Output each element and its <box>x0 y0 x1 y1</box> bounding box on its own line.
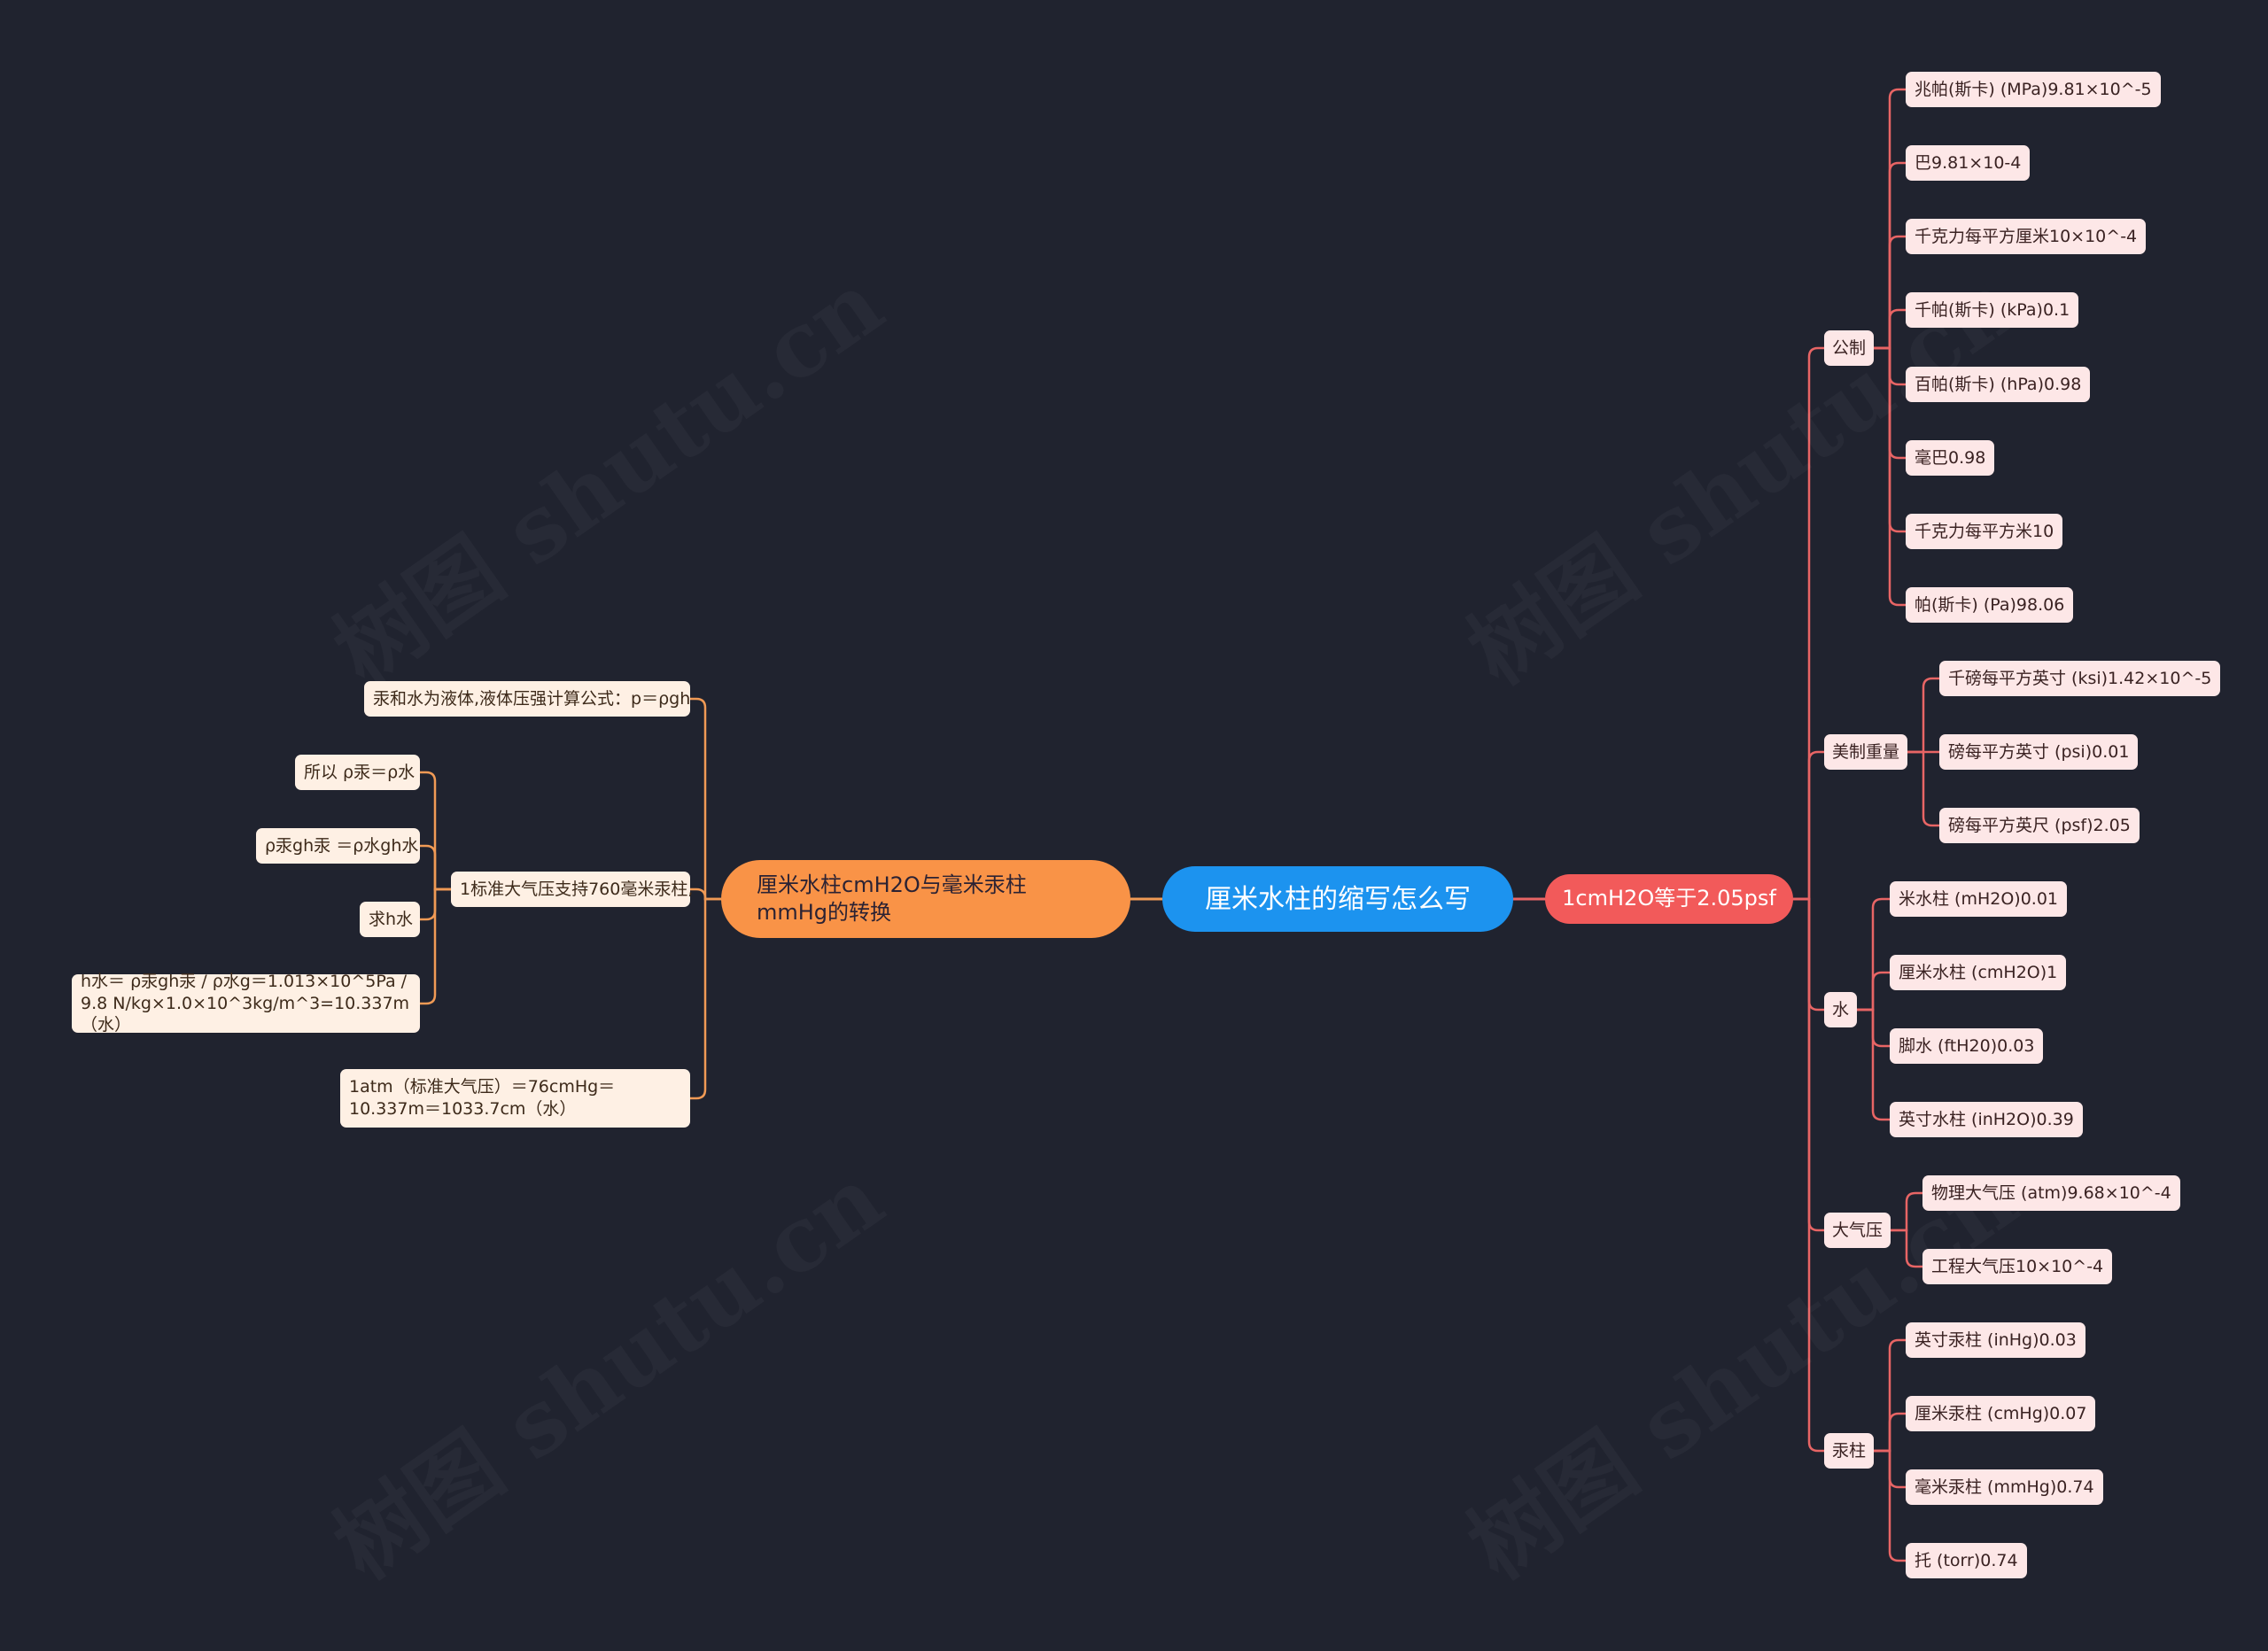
leaf-fth2o[interactable]: 脚水 (ftH20)0.03 <box>1890 1028 2044 1064</box>
left-standard-atm[interactable]: 1标准大气压支持760毫米汞柱, <box>451 872 693 907</box>
leaf-cmh2o[interactable]: 厘米水柱 (cmH2O)1 <box>1890 955 2067 990</box>
leaf-atm[interactable]: 物理大气压 (atm)9.68×10^-4 <box>1922 1175 2180 1211</box>
connector-line <box>1874 1449 1906 1562</box>
connector-line <box>1857 897 1890 1012</box>
connector-line <box>1891 1229 1922 1268</box>
left-density-eq[interactable]: 所以 ρ汞＝ρ水 <box>295 755 420 790</box>
left-solve-h[interactable]: 求h水 <box>360 902 420 937</box>
leaf-torr[interactable]: 托 (torr)0.74 <box>1906 1543 2027 1578</box>
connector-line <box>1907 750 1939 827</box>
connector-line <box>420 771 451 891</box>
connector-line <box>1874 88 1906 350</box>
leaf-kgf-m2[interactable]: 千克力每平方米10 <box>1906 514 2063 549</box>
connector-line <box>1874 1412 1906 1453</box>
connector-line <box>1874 235 1906 350</box>
leaf-cmhg[interactable]: 厘米汞柱 (cmHg)0.07 <box>1906 1396 2096 1431</box>
connector-line <box>1907 677 1939 754</box>
connector-line <box>1874 308 1906 350</box>
connector-line <box>1874 346 1906 607</box>
left-formula[interactable]: 汞和水为液体,液体压强计算公式：p＝ρgh <box>364 681 690 717</box>
group-water[interactable]: 水 <box>1824 992 1858 1027</box>
group-metric[interactable]: 公制 <box>1824 330 1875 366</box>
leaf-at[interactable]: 工程大气压10×10^-4 <box>1922 1249 2113 1284</box>
leaf-bar[interactable]: 巴9.81×10-4 <box>1906 145 2031 181</box>
left-pressure-eq[interactable]: ρ汞gh汞 ＝ρ水gh水 <box>256 828 420 864</box>
leaf-mmhg[interactable]: 毫米汞柱 (mmHg)0.74 <box>1906 1469 2103 1505</box>
group-mercury[interactable]: 汞柱 <box>1824 1433 1875 1469</box>
connector-line <box>1857 1008 1890 1121</box>
leaf-kgf-cm2[interactable]: 千克力每平方厘米10×10^-4 <box>1906 219 2147 254</box>
connector-line <box>690 897 721 1100</box>
branch-right[interactable]: 1cmH2O等于2.05psf <box>1545 874 1793 924</box>
connector-line <box>1793 897 1824 1453</box>
leaf-psi[interactable]: 磅每平方英寸 (psi)0.01 <box>1939 734 2139 770</box>
connector-line <box>1874 1338 1906 1453</box>
connector-line <box>1857 971 1890 1012</box>
left-atm-equivalence[interactable]: 1atm（标准大气压）＝76cmHg＝10.337m＝1033.7cm（水） <box>340 1069 690 1128</box>
connector-line <box>1874 161 1906 350</box>
leaf-ksi[interactable]: 千磅每平方英寸 (ksi)1.42×10^-5 <box>1939 661 2221 696</box>
leaf-mh2o[interactable]: 米水柱 (mH2O)0.01 <box>1890 881 2068 917</box>
connector-line <box>1891 1191 1922 1232</box>
leaf-hpa[interactable]: 百帕(斯卡) (hPa)0.98 <box>1906 367 2091 402</box>
leaf-pa[interactable]: 帕(斯卡) (Pa)98.06 <box>1906 587 2074 623</box>
group-us-weight[interactable]: 美制重量 <box>1824 734 1908 770</box>
leaf-mpa[interactable]: 兆帕(斯卡) (MPa)9.81×10^-5 <box>1906 72 2161 107</box>
leaf-kpa[interactable]: 千帕(斯卡) (kPa)0.1 <box>1906 292 2079 328</box>
leaf-inh2o[interactable]: 英寸水柱 (inH2O)0.39 <box>1890 1102 2083 1137</box>
leaf-mbar[interactable]: 毫巴0.98 <box>1906 440 1995 476</box>
connector-line <box>1793 346 1824 901</box>
connector-line <box>1793 750 1824 901</box>
group-atmosphere[interactable]: 大气压 <box>1824 1213 1891 1248</box>
connector-line <box>420 844 451 891</box>
leaf-inhg[interactable]: 英寸汞柱 (inHg)0.03 <box>1906 1322 2085 1358</box>
root-topic[interactable]: 厘米水柱的缩写怎么写 <box>1162 866 1513 932</box>
connector-line <box>420 888 451 1005</box>
branch-left[interactable]: 厘米水柱cmH2O与毫米汞柱mmHg的转换 <box>721 860 1130 938</box>
leaf-psf[interactable]: 磅每平方英尺 (psf)2.05 <box>1939 808 2140 843</box>
connector-line <box>690 697 721 901</box>
left-h-result[interactable]: h水＝ ρ汞gh汞 / ρ水g＝1.013×10^5Pa / 9.8 N/kg×… <box>72 972 420 1035</box>
